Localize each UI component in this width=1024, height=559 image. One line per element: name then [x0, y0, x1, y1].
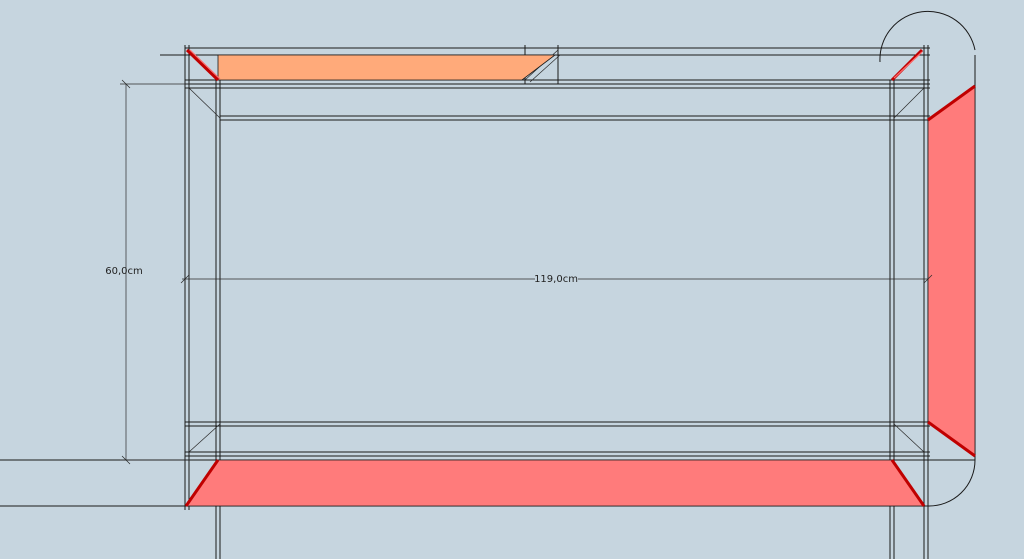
right-panel-top-cut: [927, 84, 976, 122]
width-dimension-label: 119,0cm: [534, 274, 578, 285]
width-dimension[interactable]: 119,0cm: [180, 274, 933, 285]
top-right-cut-edge: [890, 48, 924, 82]
right-red-panel[interactable]: [927, 85, 976, 457]
top-orange-panel[interactable]: [217, 54, 557, 81]
top-left-cut-edge: [185, 48, 221, 82]
height-dimension[interactable]: 60,0cm: [105, 79, 190, 465]
height-dimension-label: 60,0cm: [105, 266, 143, 277]
right-panel-bottom-cut: [927, 420, 976, 458]
corner-arcs: [879, 10, 976, 507]
left-frame-posts: [184, 45, 221, 559]
bottom-panel-left-cut: [184, 459, 220, 507]
bottom-panel-right-cut: [890, 459, 926, 507]
bottom-red-panel[interactable]: [185, 459, 925, 507]
